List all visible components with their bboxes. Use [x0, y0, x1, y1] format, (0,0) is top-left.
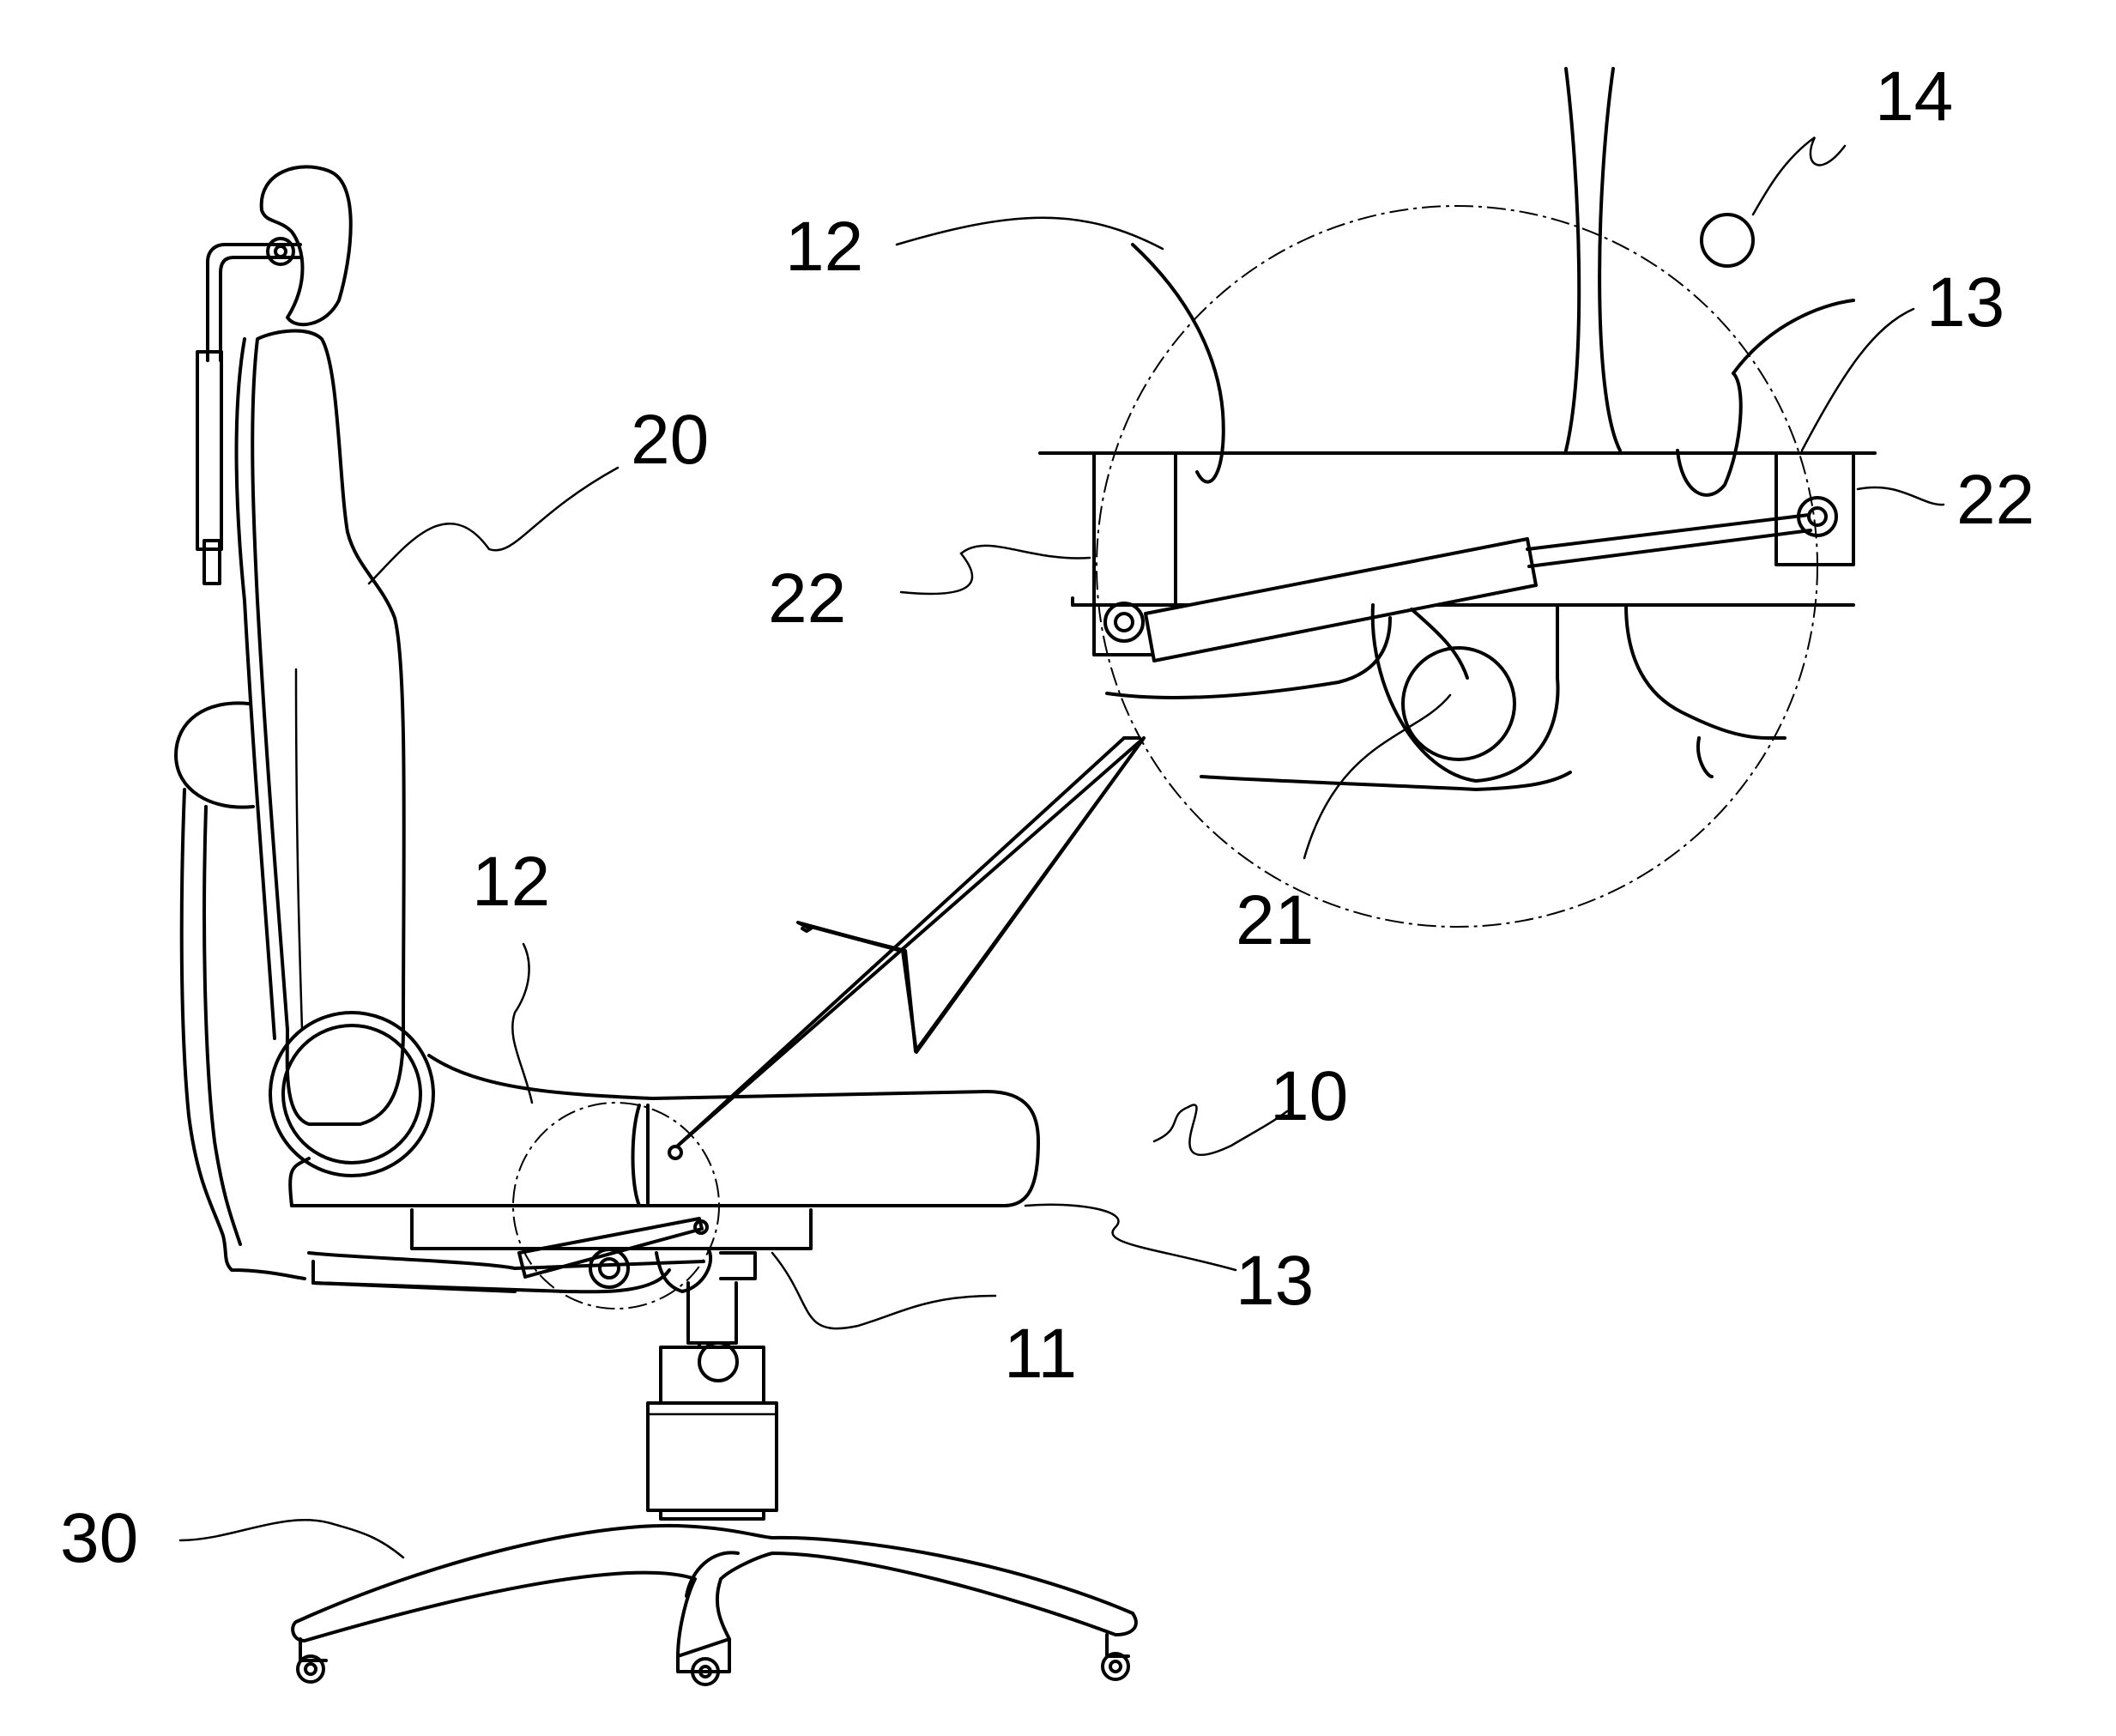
label-13: 13: [1236, 1242, 1314, 1320]
leader-10: [1152, 1104, 1289, 1157]
label-detail-21: 21: [1236, 881, 1314, 959]
label-detail-13: 13: [1926, 263, 2004, 342]
label-detail-14: 14: [1875, 57, 1953, 136]
label-11: 11: [1004, 1315, 1077, 1393]
magnify-arrow: [676, 736, 1146, 1147]
label-30: 30: [60, 1499, 138, 1577]
detail-magnified-view: [1038, 67, 1877, 928]
star-base: [291, 1523, 1138, 1686]
support-column: [646, 1281, 778, 1521]
label-10: 10: [1270, 1057, 1348, 1135]
leader-detail-13: [1800, 307, 1915, 452]
label-detail-22-right: 22: [1956, 461, 2034, 539]
reference-numerals: 20 12 10 13 11 30 12 13 14 22 22 21: [60, 57, 2034, 1577]
caster-right: [1101, 1633, 1130, 1681]
detail-reference-circle: [512, 1102, 720, 1310]
leader-detail-22-right: [1856, 486, 1945, 506]
seat-mechanism: [307, 1208, 813, 1294]
headrest: [196, 165, 353, 585]
label-20: 20: [631, 401, 709, 479]
leader-11: [771, 1251, 997, 1330]
leader-detail-21: [1303, 693, 1452, 860]
leader-30: [178, 1519, 405, 1559]
leader-lines: [178, 136, 1945, 1559]
leader-detail-22-left: [899, 544, 1091, 596]
caster-left: [296, 1637, 328, 1684]
seat-cushion: [288, 1054, 1040, 1207]
label-detail-22-left: 22: [768, 560, 846, 638]
backrest: [234, 329, 406, 1126]
label-detail-12: 12: [785, 208, 863, 286]
back-pivot-hub: [269, 1011, 435, 1177]
leader-20: [367, 466, 620, 585]
caster-center: [691, 1657, 720, 1686]
leader-13: [1024, 1203, 1237, 1272]
leader-detail-14: [1751, 136, 1847, 216]
leader-detail-12: [895, 216, 1164, 251]
leader-12: [511, 942, 534, 1104]
armrest: [174, 701, 306, 1280]
label-12: 12: [472, 843, 550, 921]
